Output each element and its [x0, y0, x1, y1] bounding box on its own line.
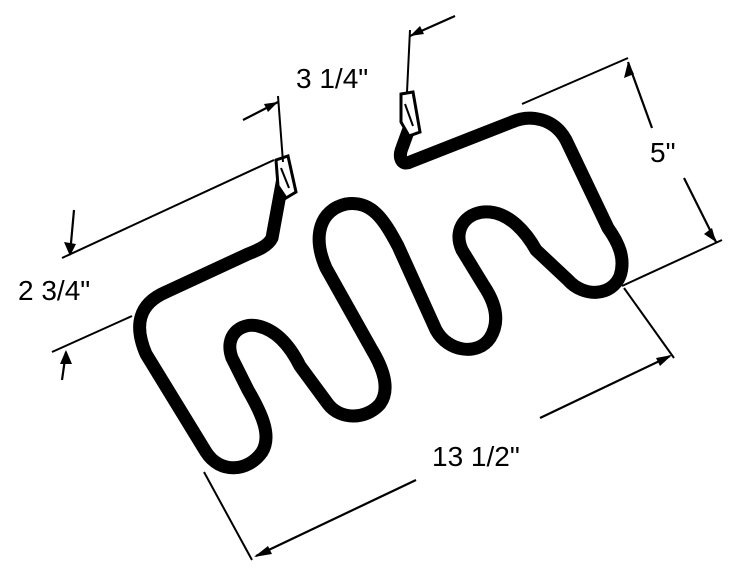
dimension-offset: 2 3/4": [18, 159, 275, 381]
label-height: 5": [650, 137, 676, 168]
label-offset: 2 3/4": [18, 275, 90, 306]
terminal-right: [399, 90, 422, 138]
terminal-left: [274, 154, 298, 201]
dimension-height: 5": [521, 57, 723, 287]
heating-element-tube: [133, 111, 629, 475]
label-width: 13 1/2": [432, 441, 520, 472]
label-terminal-spacing: 3 1/4": [296, 63, 368, 94]
dimension-terminal-spacing: 3 1/4": [242, 14, 456, 163]
dimension-width: 13 1/2": [203, 287, 675, 561]
